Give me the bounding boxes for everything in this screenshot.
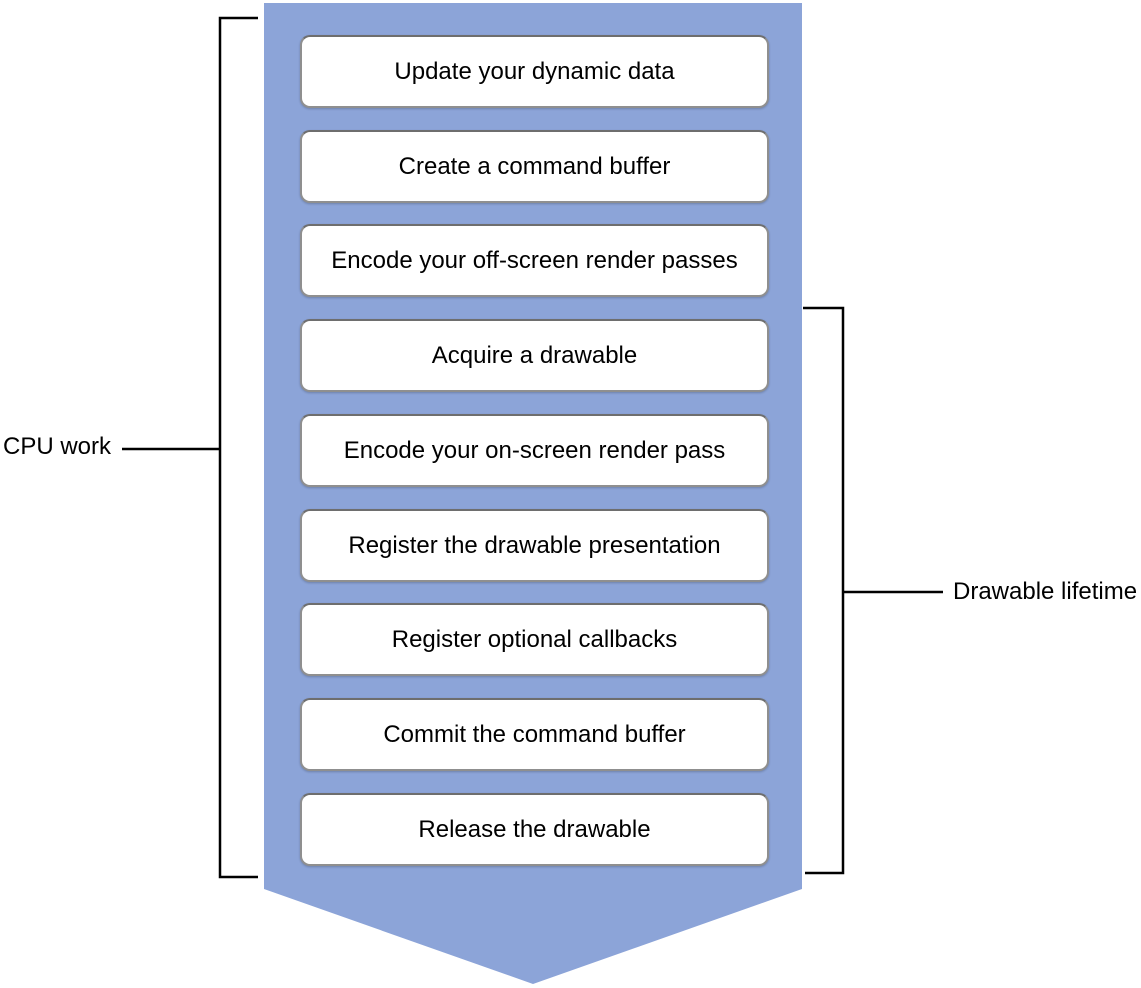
cpu-work-label: CPU work <box>3 433 112 460</box>
step-box-register-presentation: Register the drawable presentation <box>300 509 769 582</box>
step-box-release-drawable: Release the drawable <box>300 793 769 866</box>
step-box-commit-command-buffer: Commit the command buffer <box>300 698 769 771</box>
step-box-encode-onscreen-pass: Encode your on-screen render pass <box>300 414 769 487</box>
step-box-acquire-drawable: Acquire a drawable <box>300 319 769 392</box>
drawable-lifetime-label: Drawable lifetime <box>953 578 1138 605</box>
step-box-register-callbacks: Register optional callbacks <box>300 603 769 676</box>
cpu-work-bracket <box>218 16 258 879</box>
step-box-update-dynamic-data: Update your dynamic data <box>300 35 769 108</box>
step-box-encode-offscreen-passes: Encode your off-screen render passes <box>300 224 769 297</box>
step-box-create-command-buffer: Create a command buffer <box>300 130 769 203</box>
drawable-lifetime-bracket <box>803 306 845 875</box>
